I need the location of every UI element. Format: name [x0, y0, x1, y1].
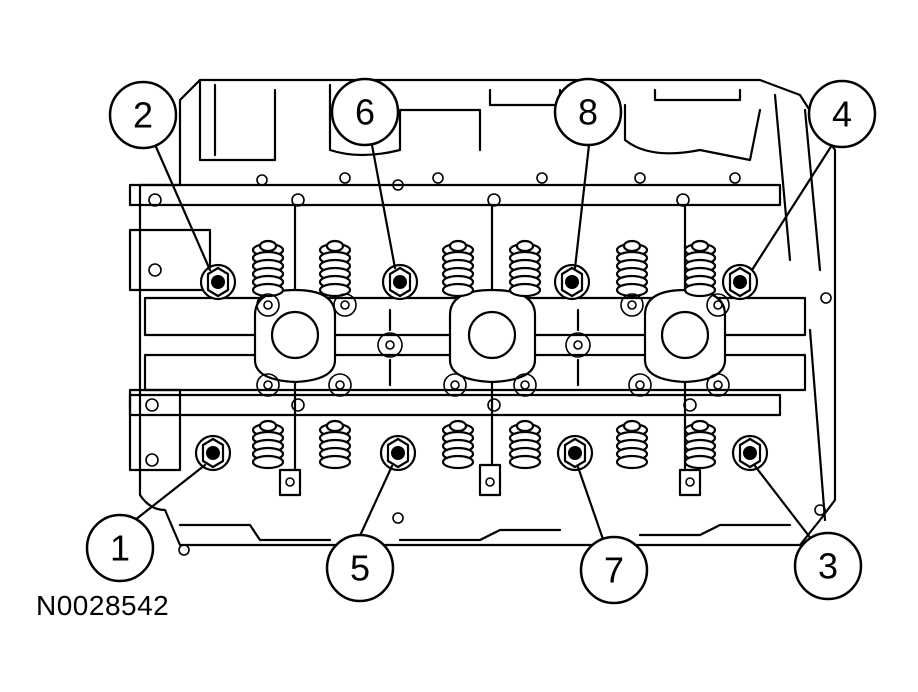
callout-6: 6: [330, 77, 400, 147]
callout-7-label: 7: [604, 550, 624, 591]
callout-6-label: 6: [355, 92, 375, 133]
tappets: [256, 293, 730, 397]
callout-7: 7: [579, 535, 649, 605]
head-bolt-2: [199, 263, 237, 301]
head-bolt-5: [379, 434, 417, 472]
valve-spring: [251, 419, 285, 470]
callout-8: 8: [553, 77, 623, 147]
head-bolt-6: [381, 263, 419, 301]
callout-4: 4: [807, 79, 877, 149]
valve-spring: [615, 239, 649, 298]
camshaft: [143, 296, 807, 392]
callout-3: 3: [793, 531, 863, 601]
figure-id: N0028542: [36, 590, 170, 621]
callout-1: 1: [85, 513, 155, 583]
head-bolt-7: [556, 434, 594, 472]
valve-spring: [318, 419, 352, 470]
callout-5: 5: [325, 533, 395, 603]
callout-4-label: 4: [832, 94, 852, 135]
head-bolt-8: [553, 263, 591, 301]
callout-3-label: 3: [818, 546, 838, 587]
valve-spring: [441, 419, 475, 470]
cylinder-head-body: [138, 78, 837, 556]
valve-spring: [318, 239, 352, 298]
valve-spring: [683, 419, 717, 470]
valve-spring: [615, 419, 649, 470]
callout-2: 2: [108, 80, 178, 150]
valve-springs-lower: [251, 419, 717, 470]
head-bolts: [194, 263, 769, 472]
callout-5-label: 5: [350, 548, 370, 589]
callout-1-label: 1: [110, 528, 130, 569]
leader-lines: [133, 138, 834, 547]
valve-spring: [251, 239, 285, 298]
callout-8-label: 8: [578, 92, 598, 133]
head-bolt-3: [731, 434, 769, 472]
head-bolt-4: [721, 263, 759, 301]
valve-spring: [508, 239, 542, 298]
valve-spring: [441, 239, 475, 298]
callout-2-label: 2: [133, 95, 153, 136]
head-bolt-1: [194, 434, 232, 472]
valve-spring: [683, 239, 717, 298]
valve-spring: [508, 419, 542, 470]
valve-springs-upper: [251, 239, 717, 298]
